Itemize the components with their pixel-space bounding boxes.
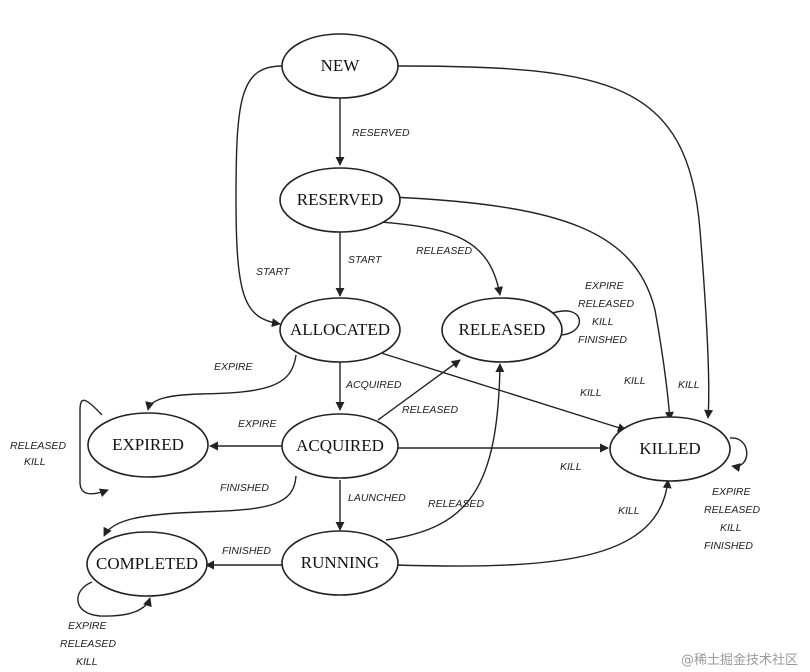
label-new-killed: KILL (678, 379, 700, 391)
label-acquired-running: LAUNCHED (348, 492, 406, 504)
edge-acquired-completed (103, 475, 297, 537)
state-expired: EXPIRED (87, 412, 209, 478)
label-expired-self-2: KILL (24, 456, 46, 468)
label-acquired-completed: FINISHED (220, 482, 269, 494)
state-released-label: RELEASED (459, 320, 546, 339)
edge-new-killed (397, 65, 714, 419)
state-new: NEW (281, 33, 399, 99)
state-completed: COMPLETED (86, 531, 208, 597)
state-expired-label: EXPIRED (112, 435, 184, 454)
state-killed-label: KILLED (639, 439, 700, 458)
label-released-self-2: RELEASED (578, 298, 634, 310)
label-reserved-released: RELEASED (416, 245, 472, 257)
state-running-label: RUNNING (301, 553, 379, 572)
state-acquired-label: ACQUIRED (296, 436, 384, 455)
state-released: RELEASED (441, 297, 563, 363)
label-acquired-expired: EXPIRE (238, 418, 278, 430)
state-completed-label: COMPLETED (96, 554, 198, 573)
label-acquired-released: RELEASED (402, 404, 458, 416)
edge-allocated-killed (377, 351, 627, 432)
edge-running-killed (395, 479, 672, 567)
edge-completed-selfloop (77, 581, 152, 617)
label-completed-self-1: EXPIRE (68, 620, 108, 632)
label-new-reserved: RESERVED (352, 127, 410, 139)
edge-expired-selfloop (79, 399, 109, 498)
label-reserved-allocated: START (348, 254, 383, 266)
edge-new-allocated (235, 65, 283, 328)
edge-reserved-killed (391, 196, 674, 421)
label-running-killed: KILL (618, 505, 640, 517)
label-released-self-3: KILL (592, 316, 614, 328)
edge-running-released (385, 363, 505, 541)
label-new-allocated: START (256, 266, 291, 278)
state-allocated-label: ALLOCATED (290, 320, 390, 339)
label-completed-self-2: RELEASED (60, 638, 116, 650)
watermark-text: @稀土掘金技术社区 (681, 652, 798, 668)
state-running: RUNNING (281, 530, 399, 596)
state-acquired: ACQUIRED (281, 413, 399, 479)
state-killed: KILLED (609, 416, 731, 482)
state-reserved: RESERVED (279, 167, 401, 233)
label-killed-self-2: RELEASED (704, 504, 760, 516)
label-allocated-killed: KILL (580, 387, 602, 399)
state-new-label: NEW (321, 56, 361, 75)
state-reserved-label: RESERVED (297, 190, 383, 209)
label-released-self-1: EXPIRE (585, 280, 625, 292)
edge-reserved-released (379, 221, 503, 296)
edge-acquired-released (377, 359, 461, 421)
edge-allocated-expired (145, 354, 297, 411)
edge-killed-selfloop (729, 437, 748, 472)
label-acquired-killed: KILL (560, 461, 582, 473)
label-allocated-expired: EXPIRE (214, 361, 254, 373)
label-released-self-4: FINISHED (578, 334, 627, 346)
label-reserved-killed: KILL (624, 375, 646, 387)
label-completed-self-3: KILL (76, 656, 98, 668)
label-allocated-acquired: ACQUIRED (345, 379, 402, 391)
state-allocated: ALLOCATED (279, 297, 401, 363)
label-killed-self-3: KILL (720, 522, 742, 534)
label-killed-self-1: EXPIRE (712, 486, 752, 498)
label-expired-self-1: RELEASED (10, 440, 66, 452)
label-killed-self-4: FINISHED (704, 540, 753, 552)
label-running-completed: FINISHED (222, 545, 271, 557)
label-running-released: RELEASED (428, 498, 484, 510)
